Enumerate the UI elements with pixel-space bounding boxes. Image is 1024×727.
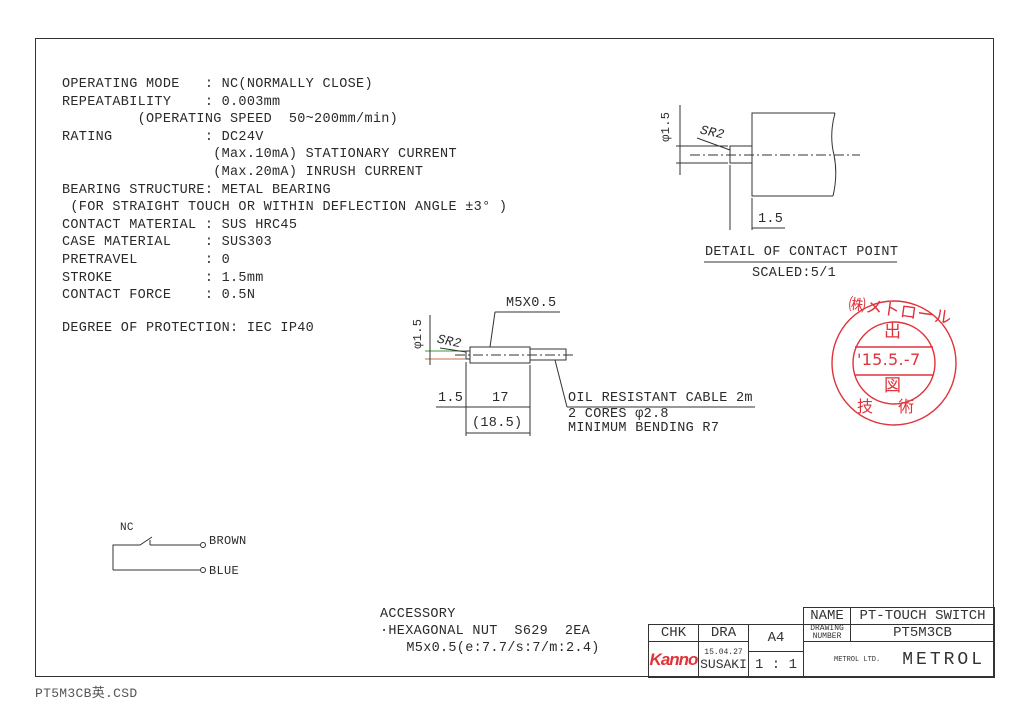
spec-list: OPERATING MODE : NC(NORMALLY CLOSE) REPE…	[62, 76, 507, 305]
drawing-number-label: DRAWING NUMBER	[803, 624, 851, 642]
dra-label: DRA	[698, 624, 749, 642]
wire-brown-label: BROWN	[209, 534, 247, 548]
spec-line: (Max.10mA) STATIONARY CURRENT	[62, 147, 457, 163]
company-cell: METROL LTD. METROL	[803, 641, 995, 678]
detail-length-label: 1.5	[758, 212, 784, 227]
dim-tip: 1.5	[438, 391, 464, 406]
name-label: NAME	[803, 607, 851, 625]
part-name: PT-TOUCH SWITCH	[850, 607, 995, 625]
stamp-top: 出	[884, 322, 902, 342]
spec-line: BEARING STRUCTURE: METAL BEARING	[62, 182, 331, 198]
cable-title: OIL RESISTANT CABLE 2m	[568, 391, 753, 406]
spec-line: (FOR STRAIGHT TOUCH OR WITHIN DEFLECTION…	[62, 200, 508, 216]
main-diameter-label: φ1.5	[411, 318, 426, 349]
detail-scale: SCALED:5/1	[752, 266, 837, 281]
stamp-dept: 技 術	[857, 397, 925, 416]
stamp-bottom: 図	[884, 376, 902, 396]
chk-label: CHK	[648, 624, 699, 642]
spec-line: (OPERATING SPEED 50~200mm/min)	[62, 112, 399, 128]
drafter-cell: 15.04.27 SUSAKI	[698, 641, 749, 678]
detail-diameter-label: φ1.5	[659, 111, 674, 142]
drawing-scale: 1 : 1	[748, 651, 804, 678]
stamp-date: '15.5.-7	[857, 350, 921, 369]
file-name: PT5M3CB英.CSD	[35, 686, 138, 701]
company-logo: METROL LTD.	[834, 655, 881, 664]
dim-body: 17	[492, 391, 509, 406]
cable-bending: MINIMUM BENDING R7	[568, 421, 720, 436]
wire-blue-label: BLUE	[209, 564, 240, 578]
accessory-spec: M5x0.5(e:7.7/s:7/m:2.4)	[398, 641, 600, 656]
checker-signature: Kanno	[648, 641, 699, 678]
drafter-name: SUSAKI	[700, 656, 747, 672]
company-name: METROL	[902, 649, 986, 670]
spec-line: REPEATABILITY : 0.003mm	[62, 94, 281, 110]
spec-line: CASE MATERIAL : SUS303	[62, 235, 273, 251]
spec-line: CONTACT FORCE : 0.5N	[62, 288, 256, 304]
spec-line: CONTACT MATERIAL : SUS HRC45	[62, 217, 298, 233]
dim-total: (18.5)	[472, 416, 523, 431]
approval-stamp	[831, 300, 957, 426]
spec-line: STROKE : 1.5mm	[62, 270, 264, 286]
thread-label: M5X0.5	[506, 296, 557, 311]
accessory-title: ACCESSORY	[380, 607, 456, 622]
switch-side-view	[425, 311, 755, 436]
contact-type-label: NC	[120, 522, 134, 534]
spec-line: OPERATING MODE : NC(NORMALLY CLOSE)	[62, 77, 373, 92]
cable-cores: 2 CORES φ2.8	[568, 407, 669, 422]
detail-contact-point-view	[676, 105, 897, 263]
protection-rating: DEGREE OF PROTECTION: IEC IP40	[62, 321, 315, 336]
detail-title: DETAIL OF CONTACT POINT	[705, 245, 899, 260]
drawing-frame	[35, 38, 994, 677]
wiring-diagram	[112, 536, 206, 573]
spec-line: (Max.20mA) INRUSH CURRENT	[62, 164, 424, 180]
drawing-number: PT5M3CB	[850, 624, 995, 642]
paper-size: A4	[748, 624, 804, 652]
draw-date: 15.04.27	[704, 647, 743, 657]
accessory-item: ·HEXAGONAL NUT S629 2EA	[380, 624, 591, 639]
spec-line: RATING : DC24V	[62, 129, 264, 145]
spec-line: PRETRAVEL : 0	[62, 252, 231, 268]
